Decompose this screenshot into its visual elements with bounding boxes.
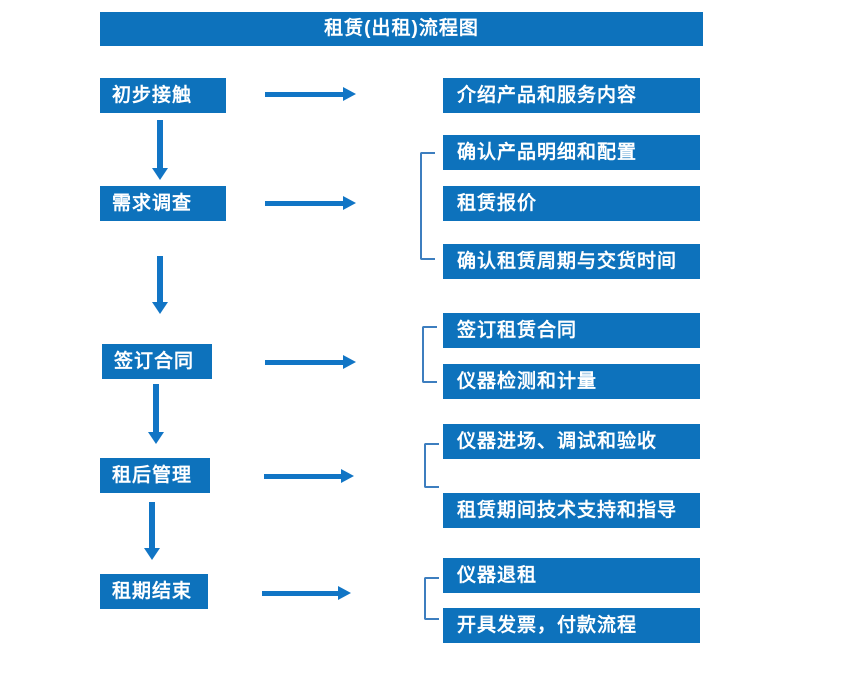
detail-box-invoice-payment: 开具发票，付款流程 xyxy=(443,608,700,643)
detail-box-introduce-products: 介绍产品和服务内容 xyxy=(443,78,700,113)
detail-box-sign-rental-contract: 签订租赁合同 xyxy=(443,313,700,348)
detail-box-instrument-setup: 仪器进场、调试和验收 xyxy=(443,424,700,459)
detail-box-rental-quote: 租赁报价 xyxy=(443,186,700,221)
stage-box-post-rental-management: 租后管理 xyxy=(100,458,210,493)
detail-box-confirm-period: 确认租赁周期与交货时间 xyxy=(443,244,700,279)
group-bracket-sign-contract xyxy=(422,326,437,383)
stage-box-demand-survey: 需求调查 xyxy=(100,186,226,221)
group-bracket-post-rental xyxy=(424,443,439,488)
detail-box-instrument-return: 仪器退租 xyxy=(443,558,700,593)
flow-arrow-down-3 xyxy=(148,384,164,444)
detail-box-tech-support: 租赁期间技术支持和指导 xyxy=(443,493,700,528)
flow-arrow-right-1 xyxy=(265,87,356,101)
stage-box-initial-contact: 初步接触 xyxy=(100,78,226,113)
stage-box-sign-contract: 签订合同 xyxy=(102,344,212,379)
detail-box-instrument-testing: 仪器检测和计量 xyxy=(443,364,700,399)
flow-arrow-right-3 xyxy=(265,355,356,369)
flow-arrow-down-2 xyxy=(152,256,168,314)
flow-arrow-right-5 xyxy=(262,586,351,600)
flow-arrow-down-1 xyxy=(152,120,168,180)
group-bracket-demand-survey xyxy=(420,152,435,260)
detail-box-confirm-details: 确认产品明细和配置 xyxy=(443,135,700,170)
flow-arrow-right-2 xyxy=(265,196,356,210)
group-bracket-rental-end xyxy=(424,577,439,620)
stage-box-rental-end: 租期结束 xyxy=(100,574,208,609)
diagram-title: 租赁(出租)流程图 xyxy=(100,12,703,46)
flow-arrow-down-4 xyxy=(144,502,160,560)
flow-arrow-right-4 xyxy=(264,469,354,483)
